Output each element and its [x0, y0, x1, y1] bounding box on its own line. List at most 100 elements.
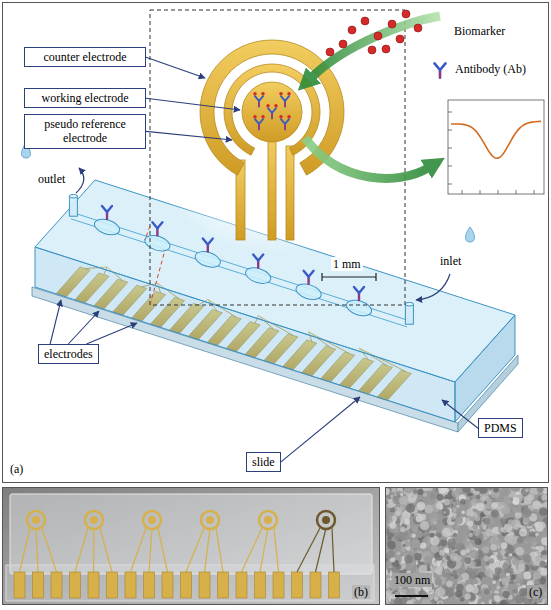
biomarker-dot: [266, 104, 270, 108]
biomarker-dot: [287, 92, 291, 96]
plot-tick: [448, 130, 452, 131]
sem-grain: [511, 581, 515, 585]
sem-grain: [523, 554, 532, 563]
sem-grain: [390, 557, 395, 562]
figure-label: Antibody (Ab): [453, 62, 528, 76]
antibody-arm: [253, 255, 263, 261]
sem-grain: [470, 488, 475, 493]
sem-grain: [409, 533, 413, 537]
sem-grain: [501, 601, 505, 605]
photo-trace: [242, 528, 263, 572]
sem-grain: [521, 488, 530, 497]
sem-grain: [476, 503, 484, 511]
photo-pad: [255, 572, 266, 598]
label-box: counter electrode: [24, 47, 146, 67]
biomarker-dot: [261, 92, 265, 96]
sem-grain: [528, 494, 534, 500]
scale-bar: [395, 595, 428, 597]
port-opening: [69, 194, 77, 198]
antibody-icon: [279, 92, 291, 107]
sem-grain: [386, 582, 390, 588]
sem-grain: [513, 589, 518, 594]
sem-grain: [508, 519, 514, 525]
photo-electrode: [90, 516, 98, 524]
sem-grain: [454, 516, 463, 525]
photo-electrode: [143, 511, 161, 529]
photo-electrode: [201, 511, 219, 529]
electrode-lead: [268, 138, 276, 240]
sem-grain: [395, 510, 400, 515]
sem-grain: [423, 493, 427, 497]
sem-grain: [436, 502, 443, 509]
label-box: PDMS: [478, 418, 523, 438]
sem-grain: [422, 488, 429, 492]
sem-grain: [542, 550, 547, 555]
sem-grain: [472, 587, 479, 594]
sem-grain: [465, 593, 471, 599]
sem-grain: [539, 522, 546, 529]
sem-grain: [515, 512, 522, 519]
sem-grain: [395, 541, 401, 547]
panel-frame: [3, 488, 380, 605]
photo-electrode: [85, 511, 103, 529]
antibody-arm: [304, 271, 314, 277]
label-box: pseudo reference electrode: [24, 114, 146, 149]
sem-grain: [482, 588, 492, 598]
sem-grain: [453, 498, 457, 502]
plot-tick: [448, 184, 452, 185]
biomarker-dot: [279, 115, 283, 119]
sem-grain: [442, 508, 450, 516]
sem-grain: [404, 555, 413, 564]
sem-grain: [391, 488, 396, 492]
sem-grain: [491, 593, 499, 601]
sem-ground: [386, 488, 548, 605]
electrode-lead: [286, 146, 294, 240]
antibody-arm: [102, 206, 112, 212]
photo-trace: [186, 528, 204, 572]
sem-grain: [474, 584, 478, 588]
sem-grain: [468, 533, 473, 538]
antibody-icon: [253, 115, 265, 130]
sem-grain: [483, 518, 490, 525]
plot-tick: [448, 148, 452, 149]
sem-grain: [435, 566, 443, 574]
sem-grain: [421, 598, 430, 604]
label-box: working electrode: [24, 88, 146, 108]
photo-pad: [199, 572, 210, 598]
figure-label: (b): [352, 585, 370, 599]
sem-grain: [527, 536, 531, 540]
sem-grain: [387, 541, 396, 550]
sem-grain: [453, 508, 457, 512]
photo-ground: [3, 488, 379, 605]
sem-grain: [442, 528, 451, 537]
biomarker-dot: [339, 40, 347, 48]
sem-grain: [502, 506, 510, 514]
sem-grain: [517, 583, 520, 586]
sem-grain: [414, 553, 422, 561]
plot-tick: [462, 190, 463, 194]
sem-grain: [404, 519, 410, 525]
sem-grain: [512, 589, 515, 592]
sem-grain: [435, 578, 442, 585]
photo-electrode: [206, 516, 214, 524]
photo-electrode: [264, 516, 272, 524]
sem-grain: [478, 572, 484, 578]
sem-grain: [518, 564, 526, 572]
antibody-arm: [152, 222, 162, 228]
biomarker-dot: [388, 20, 396, 28]
label-text: pseudo reference electrode: [30, 117, 140, 146]
sem-grain: [389, 493, 394, 498]
antibody-icon: [435, 63, 446, 77]
sem-grain: [490, 544, 498, 552]
chip-photo: [3, 488, 379, 605]
photo-trace: [36, 528, 38, 572]
biomarker-dot: [382, 45, 390, 53]
sem-grain: [507, 535, 517, 545]
photo-pad: [181, 572, 192, 598]
sem-grain: [473, 529, 480, 536]
sem-grain: [420, 542, 426, 548]
signal-plot: [448, 100, 544, 194]
sem-grain: [438, 488, 447, 494]
sem-grain: [502, 591, 509, 598]
glass-chip: [10, 494, 372, 574]
